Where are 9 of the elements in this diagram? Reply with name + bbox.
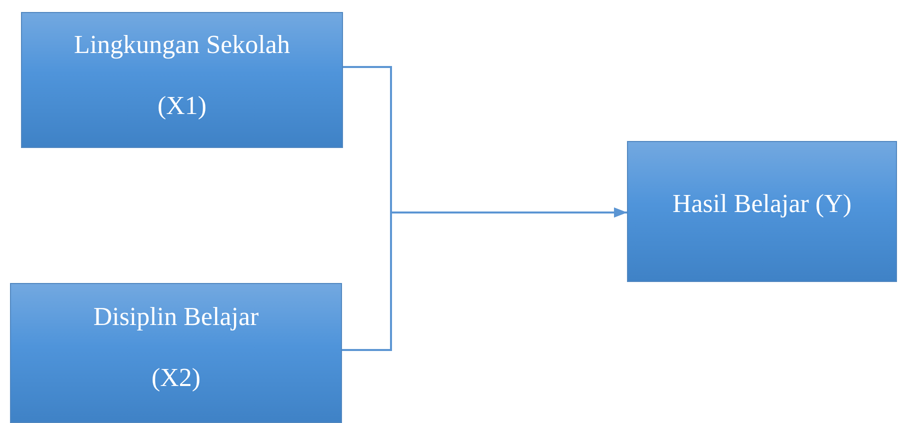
variable-label: (X2) [151,363,201,393]
node-title: Disiplin Belajar [93,302,259,332]
process-box [10,283,342,423]
variable-label: (X1) [157,91,207,121]
node-title: Hasil Belajar (Y) [672,189,852,219]
node-title: Lingkungan Sekolah [74,30,290,60]
connector-arrow [342,208,627,351]
process-box [21,12,343,148]
process-box [627,141,897,282]
